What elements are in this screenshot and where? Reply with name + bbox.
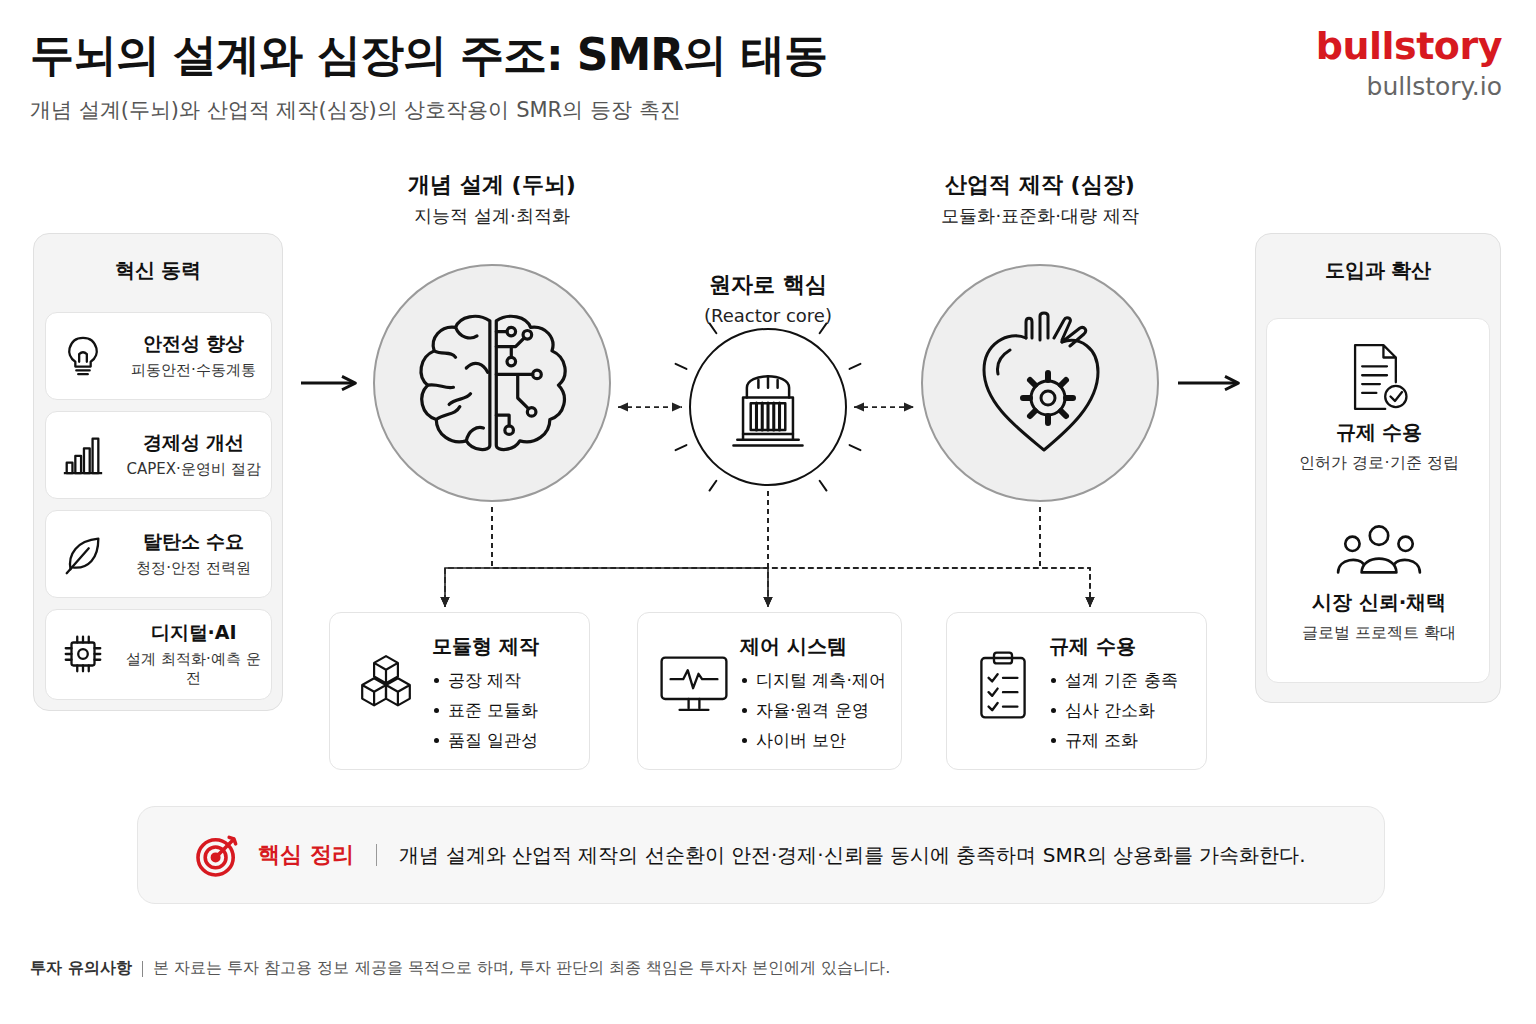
glow-ray [820, 481, 827, 491]
bulb-icon [60, 333, 106, 379]
node-heading: 개념 설계 (두뇌) [408, 170, 575, 200]
node-subtext: (Reactor core) [704, 304, 832, 327]
page-caption: 개념 설계(두뇌)와 산업적 제작(심장)의 상호작용이 SMR의 등장 촉진 [30, 96, 681, 124]
bullet-item: 사이버 보안 [740, 725, 891, 755]
circle-outline [372, 263, 612, 503]
circle-node: 원자로 핵심 (Reactor core) [688, 270, 848, 487]
glow-ray [676, 364, 687, 369]
brand-url: bullstory.io [1367, 72, 1502, 101]
heart-illustration [984, 313, 1098, 450]
circle-shape [374, 265, 610, 501]
cubes-icon [352, 651, 420, 719]
glow-ray [850, 445, 861, 450]
adoption-item: 시장 신뢰·채택글로벌 프로젝트 확대 [1266, 505, 1492, 655]
group-panel: 안전성 향상피동안전·수동계통경제성 개선 CAPEX·운영비 절감탈탄소 수요청… [33, 233, 283, 711]
node-heading: 탈탄소 수요 [124, 529, 263, 555]
driver-card: 경제성 개선 CAPEX·운영비 절감 [45, 411, 272, 499]
glow-ray [850, 364, 861, 369]
separator-line [142, 961, 144, 977]
circle-node: 산업적 제작 (심장) 모듈화·표준화·대량 제작 [920, 170, 1160, 503]
feature-box: 규제 수용설계 기준 충족심사 간소화규제 조화 [946, 612, 1207, 770]
disclaimer-row: 투자 유의사항 본 자료는 투자 참고용 정보 제공을 목적으로 하며, 투자 판… [30, 958, 890, 979]
bullet-item: 디지털 계측·제어 [740, 665, 891, 695]
dashed-connector [618, 406, 682, 408]
node-subtext: 개념 설계와 산업적 제작의 선순환이 안전·경제·신뢰를 동시에 충족하며 S… [399, 841, 1354, 869]
node-subtext: 청정·안정 전력원 [124, 559, 263, 579]
driver-card: 안전성 향상피동안전·수동계통 [45, 312, 272, 400]
circle-node: 개념 설계 (두뇌) 지능적 설계·최적화 [372, 170, 612, 503]
bullet-item: 품질 일관성 [432, 725, 579, 755]
summary-band: 핵심 정리 개념 설계와 산업적 제작의 선순환이 안전·경제·신뢰를 동시에 충… [137, 806, 1385, 904]
node-heading: 원자로 핵심 [709, 270, 827, 300]
feature-box: 모듈형 제작공장 제작표준 모듈화품질 일관성 [329, 612, 590, 770]
node-heading: 경제성 개선 [124, 430, 263, 456]
chip-icon [60, 631, 106, 677]
circle-outline [688, 327, 848, 487]
separator-line [376, 844, 378, 866]
flow-arrow [1178, 382, 1237, 385]
node-heading: 제어 시스템 [740, 633, 891, 659]
disclaimer-text: 본 자료는 투자 참고용 정보 제공을 목적으로 하며, 투자 판단의 최종 책… [153, 958, 890, 979]
dashed-connector [445, 507, 492, 607]
node-heading: 안전성 향상 [124, 331, 263, 357]
bullet-item: 공장 제작 [432, 665, 579, 695]
bullet-item: 심사 간소화 [1049, 695, 1196, 725]
dashed-connector [492, 507, 1090, 607]
bullet-item: 표준 모듈화 [432, 695, 579, 725]
node-subtext: 글로벌 프로젝트 확대 [1302, 623, 1456, 644]
dashed-connector [492, 507, 768, 607]
node-subtext: 지능적 설계·최적화 [414, 204, 569, 227]
node-subtext: 설계 최적화·예측 운전 [124, 650, 263, 689]
node-heading: 규제 수용 [1336, 419, 1423, 445]
monitor-icon [658, 654, 730, 717]
disclaimer-label: 투자 유의사항 [30, 958, 132, 979]
node-heading: 혁신 동력 [34, 258, 282, 283]
dashed-connector [445, 491, 768, 607]
leaf-icon [60, 531, 106, 577]
clip-icon [976, 649, 1030, 721]
node-heading: 디지털·AI [124, 620, 263, 646]
driver-card: 디지털·AI 설계 최적화·예측 운전 [45, 609, 272, 700]
page-title: 두뇌의 설계와 심장의 주조: SMR의 태동 [30, 26, 827, 85]
people-icon [1333, 521, 1425, 583]
group-panel: 규제 수용인허가 경로·기준 정립시장 신뢰·채택글로벌 프로젝트 확대 도입과 … [1255, 233, 1501, 703]
doc-icon [1348, 341, 1410, 413]
dashed-connector [1040, 507, 1090, 607]
chart-icon [60, 432, 106, 478]
node-heading: 시장 신뢰·채택 [1312, 589, 1447, 615]
bullet-item: 자율·원격 운영 [740, 695, 891, 725]
node-subtext: 피동안전·수동계통 [124, 361, 263, 381]
node-heading: 핵심 정리 [258, 840, 354, 870]
circle-shape [922, 265, 1158, 501]
brand-name: bullstory [1316, 24, 1502, 68]
glow-ray [709, 481, 716, 491]
dashed-connector [854, 406, 914, 408]
glow-ray [676, 445, 687, 450]
node-heading: 도입과 확산 [1256, 258, 1500, 283]
circle-shape [690, 329, 846, 485]
node-subtext: 인허가 경로·기준 정립 [1299, 453, 1458, 474]
node-heading: 규제 수용 [1049, 633, 1196, 659]
node-heading: 산업적 제작 (심장) [945, 170, 1134, 200]
node-heading: 모듈형 제작 [432, 633, 579, 659]
node-subtext: 모듈화·표준화·대량 제작 [941, 204, 1138, 227]
driver-card: 탈탄소 수요청정·안정 전력원 [45, 510, 272, 598]
dashed-connector [768, 491, 1090, 607]
dashed-connector [768, 507, 1040, 607]
adoption-item: 규제 수용인허가 경로·기준 정립 [1266, 335, 1492, 485]
dashed-connector [445, 507, 1040, 607]
bullet-item: 규제 조화 [1049, 725, 1196, 755]
feature-box: 제어 시스템디지털 계측·제어자율·원격 운영사이버 보안 [637, 612, 902, 770]
bullet-item: 설계 기준 충족 [1049, 665, 1196, 695]
target-icon [194, 831, 242, 879]
brain-illustration [421, 316, 565, 449]
flow-arrow [301, 382, 354, 385]
circle-outline [920, 263, 1160, 503]
reactor-illustration [733, 376, 802, 445]
node-subtext: CAPEX·운영비 절감 [124, 460, 263, 480]
